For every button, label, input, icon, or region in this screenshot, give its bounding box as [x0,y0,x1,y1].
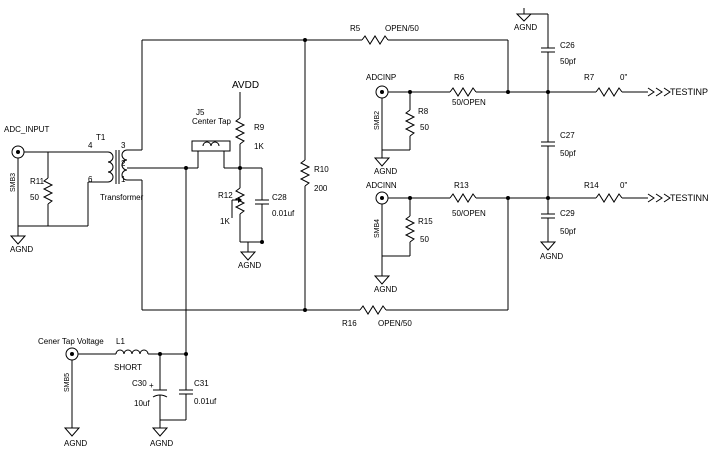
r15-label: R15 [418,217,433,226]
c30-capacitor [152,354,186,421]
smb4-label: SMB4 [374,219,381,238]
testinp-label: TESTINP [670,87,708,97]
bottom-bus [141,180,509,315]
r13-value: 50/OPEN [452,209,486,218]
r9-value: 1K [254,142,264,151]
r6-label: R6 [454,73,465,82]
c30-plus: + [149,381,154,390]
r12-value: 1K [220,217,230,226]
r5-value: OPEN/50 [385,24,419,33]
top-bus [141,35,509,150]
agnd-label-5: AGND [64,439,87,448]
r12-potentiometer [231,187,246,242]
r10-label: R10 [314,165,329,174]
l1-label: L1 [116,337,125,346]
smb2-label: SMB2 [374,111,381,130]
r7-value: 0" [620,73,627,82]
j5-label: J5 [196,108,205,117]
r11-label: R11 [30,177,45,186]
smb3-connector [11,145,48,226]
t1-pin1: 1 [121,175,126,184]
smb5-label: SMB5 [64,373,71,392]
agnd-label-4: AGND [374,285,397,294]
r13-label: R13 [454,181,469,190]
t1-pin2: 2 [121,159,126,168]
c26-label: C26 [560,41,575,50]
c26-value: 50pf [560,57,576,66]
c28-value: 0.01uf [272,209,295,218]
r8-label: R8 [418,107,429,116]
r16-value: OPEN/50 [378,319,412,328]
agnd-symbol-4 [373,256,391,285]
agnd-symbol-3 [373,150,391,167]
c28-label: C28 [272,193,287,202]
agnd-symbol-2 [239,242,257,261]
smb5-connector [63,347,116,437]
r8-value: 50 [420,123,429,132]
r14-resistor [548,193,671,203]
r6-resistor [449,87,548,97]
agnd-label-6: AGND [150,439,173,448]
r5-label: R5 [350,24,361,33]
smb3-label: SMB3 [10,173,17,192]
c26-capacitor [541,14,555,94]
avdd-label: AVDD [232,80,259,91]
r16-label: R16 [342,319,357,328]
center-tap-voltage-label: Cener Tap Voltage [38,337,104,346]
c28-capacitor [240,167,269,244]
c29-label: C29 [560,209,575,218]
adcinn-label: ADCINN [366,181,397,190]
agnd-label-2: AGND [238,261,261,270]
r9-label: R9 [254,123,265,132]
r11-resistor [18,152,88,227]
smb2-connector [375,85,450,151]
agnd-symbol-1 [9,226,27,245]
testinn-label: TESTINN [670,193,709,203]
agnd-symbol-top [515,8,548,22]
agnd-label-top: AGND [514,23,537,32]
r7-label: R7 [584,73,595,82]
transformer-label: Transformer [100,193,144,202]
r12-label: R12 [218,191,233,200]
r6-value: 50/OPEN [452,98,486,107]
c27-capacitor [541,92,555,200]
r13-resistor [449,193,548,203]
c27-value: 50pf [560,149,576,158]
adc-input-label: ADC_INPUT [4,125,49,134]
c29-capacitor [539,198,557,251]
r14-label: R14 [584,181,599,190]
r14-value: 0" [620,181,627,190]
r10-resistor [299,40,311,310]
r8-resistor [404,92,416,150]
t1-pin3: 3 [121,141,126,150]
t1-label: T1 [96,133,106,142]
c29-value: 50pf [560,227,576,236]
c27-label: C27 [560,131,575,140]
l1-value: SHORT [114,363,142,372]
t1-pin4: 4 [88,141,93,150]
r9-resistor [234,92,246,188]
r15-resistor [404,198,416,256]
agnd-label-1: AGND [10,245,33,254]
r10-value: 200 [314,184,328,193]
c30-label: C30 [132,379,147,388]
l1-inductor [115,349,188,356]
t1-pin6: 6 [88,175,93,184]
adcinp-label: ADCINP [366,73,396,82]
j5-name: Center Tap [192,117,232,126]
r15-value: 50 [420,235,429,244]
r7-resistor [548,87,671,97]
r11-value: 50 [30,193,39,202]
c31-label: C31 [194,379,209,388]
t1-transformer [48,149,186,226]
c31-capacitor [151,354,193,437]
agnd-label-3: AGND [374,167,397,176]
c30-value: 10uf [134,399,150,408]
j5-center-tap-jumper [184,140,242,356]
c31-value: 0.01uf [194,397,217,406]
agnd-label-c29: AGND [540,252,563,261]
